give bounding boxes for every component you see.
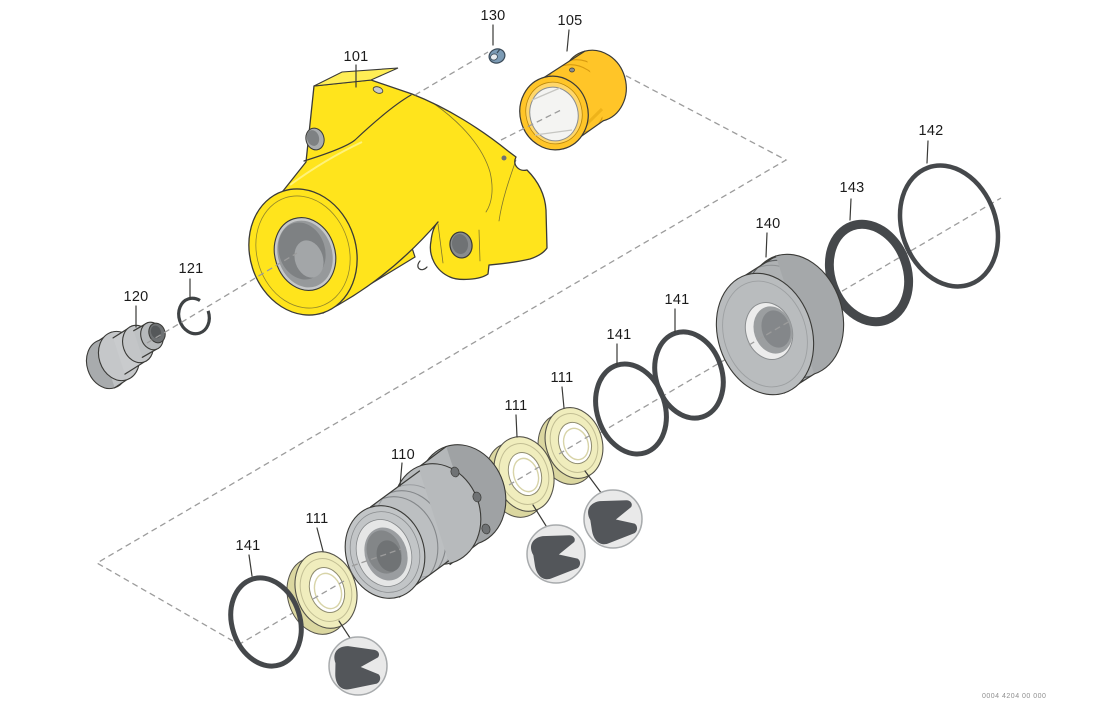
bore-flats [531, 87, 573, 136]
callout-143: 143 [839, 180, 865, 196]
pin-hole [501, 155, 507, 161]
seal-lip [313, 572, 343, 610]
seal-ring [299, 558, 353, 622]
pin-hole [569, 67, 575, 73]
face-rim [255, 195, 351, 309]
bore-light [294, 240, 324, 278]
callout-111c: 111 [550, 370, 574, 386]
axis-overlays [146, 51, 791, 600]
plug-axis-dashed-line [146, 252, 298, 344]
leader-111c [561, 386, 565, 409]
clip-hole [490, 53, 498, 61]
plug-face-core [150, 325, 162, 339]
barrel-highlight [289, 141, 363, 186]
bore [529, 86, 579, 142]
axis-in-bore [312, 580, 345, 600]
part-121-retaining-ring [177, 296, 211, 336]
edge [543, 50, 586, 78]
callout-140: 140 [755, 216, 781, 232]
axis-in-bore [508, 466, 540, 486]
callout-110: 110 [390, 447, 416, 463]
clip-notch [496, 48, 501, 54]
edge [745, 255, 777, 276]
block-port-core [306, 130, 320, 146]
part-140-piston-disc [715, 253, 845, 396]
block-crease [303, 94, 412, 162]
face-ring [349, 511, 421, 593]
part-110-cartridge [344, 444, 507, 599]
leader-110 [399, 462, 403, 487]
axis-in-bore [748, 320, 791, 346]
vent-hole [372, 86, 384, 94]
bolt-hole [450, 466, 460, 478]
callout-111b: 111 [504, 398, 528, 414]
seal-detail-callout [328, 620, 388, 696]
part-101-housing [248, 67, 548, 316]
main-axis-dashed-line [237, 197, 1002, 646]
callout-121: 121 [178, 261, 204, 277]
construction-lines [95, 70, 1002, 646]
lug-crease [437, 223, 481, 264]
clip-axis-dashed-line [414, 51, 489, 96]
bore-core [376, 540, 402, 572]
seal-ring [549, 413, 599, 473]
dome-contour [432, 102, 493, 213]
callout-130: 130 [480, 8, 506, 24]
face-ring [722, 280, 808, 388]
callout-141c: 141 [664, 292, 690, 308]
part-105-gland [519, 49, 627, 151]
bolt-hole [481, 523, 491, 535]
gland-axis-dashed-line [500, 109, 562, 141]
seal-detail-callout [583, 470, 643, 549]
lug-hole-core [451, 234, 469, 254]
edge [417, 445, 447, 469]
assembly-plane-dashed-line [95, 70, 788, 642]
leader-141a [248, 554, 253, 577]
callout-141a: 141 [235, 538, 261, 554]
axis-in-bore [351, 548, 402, 567]
bolt-hole [472, 491, 482, 503]
edge [369, 470, 421, 508]
part-142-oring [897, 163, 1001, 289]
leader-143 [849, 198, 852, 221]
leader-140 [765, 232, 768, 258]
detail-leader-line [584, 470, 603, 495]
seal-lip [562, 427, 590, 461]
leader-111b [515, 414, 518, 438]
callout-105: 105 [557, 13, 583, 29]
seal-lip [512, 457, 540, 493]
leader-105 [566, 29, 570, 52]
axis-in-bore [558, 435, 590, 455]
callout-111a: 111 [305, 511, 329, 527]
part-141-oring [228, 575, 304, 669]
callout-120: 120 [123, 289, 149, 305]
leader-111a [316, 527, 324, 552]
callout-leaders [135, 24, 929, 577]
curl-detail [417, 260, 428, 271]
leader-142 [926, 140, 929, 164]
callout-101: 101 [343, 49, 369, 65]
callout-141b: 141 [606, 327, 632, 343]
detail-leader-line [532, 504, 549, 530]
drawing-number: 0004 4204 00 000 [982, 693, 1047, 700]
seal-detail-callout [526, 504, 586, 584]
part-130-clip [488, 48, 506, 64]
side-contour [498, 159, 517, 222]
part-120-plug [85, 321, 166, 390]
callout-142: 142 [918, 123, 944, 139]
